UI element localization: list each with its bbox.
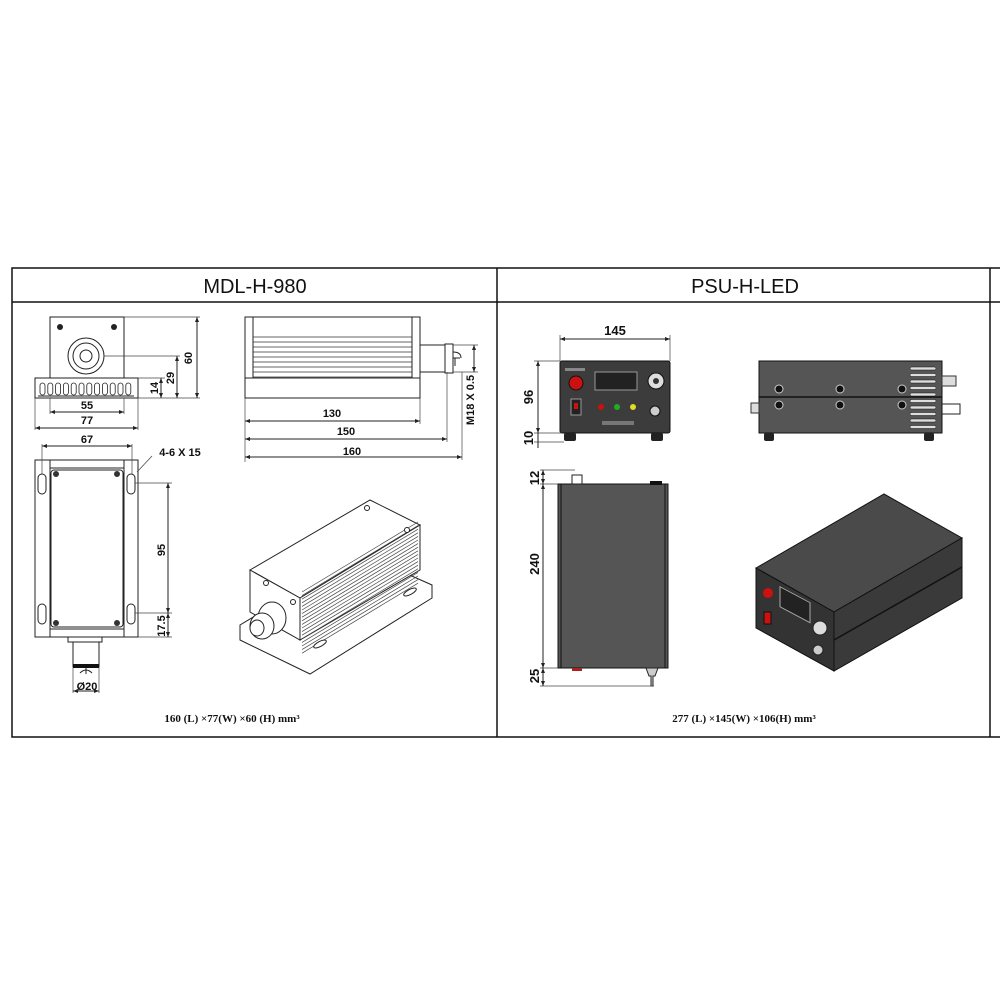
mdl-top-view	[34, 459, 139, 674]
dim-240: 240	[527, 553, 542, 575]
heatsink-fin	[55, 382, 61, 396]
heatsink-rib	[301, 572, 419, 643]
heatsink-fin	[47, 382, 54, 396]
vent-slot	[909, 412, 937, 416]
mdl-front-view	[34, 316, 139, 399]
dim-60: 60	[183, 352, 195, 364]
heatsink-rib	[301, 561, 419, 632]
heatsink-rib	[301, 564, 419, 636]
psu-isometric-view	[754, 493, 964, 672]
heatsink-rib	[301, 557, 419, 629]
dim-77: 77	[81, 415, 93, 427]
psu-size-caption: 277 (L) ×145(W) ×106(H) mm³	[672, 713, 816, 725]
heatsink-fin	[63, 382, 69, 396]
dim-29: 29	[165, 372, 177, 384]
heatsink-rib	[301, 536, 419, 607]
heatsink-rib	[301, 532, 419, 604]
mdl-top-dimensions: 67 4-6 X 15 95 17.5 Ø20	[41, 434, 201, 693]
heatsink-rib	[301, 575, 419, 647]
psu-front-view	[559, 360, 671, 441]
psu-top-dimensions: 12 240 25	[527, 469, 654, 687]
dim-55: 55	[81, 400, 93, 412]
heatsink-rib	[301, 579, 419, 650]
heatsink-rib	[301, 568, 419, 640]
dim-25: 25	[527, 669, 542, 683]
dim-130: 130	[323, 408, 341, 420]
dim-96: 96	[521, 390, 536, 404]
heatsink-fin	[70, 382, 77, 396]
heatsink-fin	[109, 382, 116, 396]
heatsink-fin	[117, 382, 124, 396]
dim-160: 160	[343, 446, 361, 458]
heatsink-fin	[39, 382, 46, 396]
dim-12: 12	[527, 471, 542, 485]
heatsink-rib	[301, 550, 419, 622]
mdl-size-caption: 160 (L) ×77(W) ×60 (H) mm³	[164, 713, 300, 725]
psu-side-view	[750, 360, 961, 441]
heatsink-rib	[301, 546, 419, 618]
vent-slot	[909, 379, 937, 384]
vent-slot	[909, 405, 937, 410]
dim-10: 10	[521, 431, 536, 445]
heatsink-rib	[301, 543, 419, 614]
table-grid	[11, 267, 1000, 738]
dim-145: 145	[604, 323, 626, 338]
psu-front-dimensions: 145 96 10	[521, 323, 671, 448]
vent-slot	[909, 373, 937, 377]
mdl-front-dimensions: 60 29 14 55 77	[34, 316, 200, 430]
heatsink-fin	[125, 382, 132, 396]
vent-slot	[909, 366, 937, 371]
dim-67: 67	[81, 434, 93, 446]
vent-slot	[909, 399, 937, 403]
dim-dia20: Ø20	[77, 681, 98, 693]
mdl-side-dimensions: M18 X 0.5 130 150 160	[244, 344, 478, 462]
heatsink-fin	[78, 382, 85, 396]
dim-150: 150	[337, 426, 355, 438]
heatsink-rib	[301, 539, 419, 611]
vent-slot	[909, 386, 937, 390]
dim-17-5: 17.5	[156, 615, 168, 636]
mdl-side-view	[244, 316, 462, 399]
dim-thread: M18 X 0.5	[465, 375, 477, 425]
heatsink-fin	[94, 382, 100, 396]
heatsink-fin	[102, 382, 108, 396]
dim-95: 95	[156, 544, 168, 556]
column-header-mdl: MDL-H-980	[203, 276, 306, 298]
mdl-isometric-view	[239, 499, 433, 675]
heatsink-rib	[301, 525, 419, 596]
vent-slot	[909, 418, 937, 423]
dim-14: 14	[149, 381, 161, 394]
heatsink-rib	[301, 521, 419, 593]
heatsink-fin	[86, 382, 93, 396]
column-header-psu: PSU-H-LED	[691, 276, 799, 298]
dim-holes: 4-6 X 15	[159, 447, 201, 459]
heatsink-rib	[301, 554, 419, 625]
psu-top-view	[557, 474, 669, 687]
heatsink-rib	[301, 528, 419, 600]
vent-slot	[909, 392, 937, 397]
vent-slot	[909, 425, 937, 429]
